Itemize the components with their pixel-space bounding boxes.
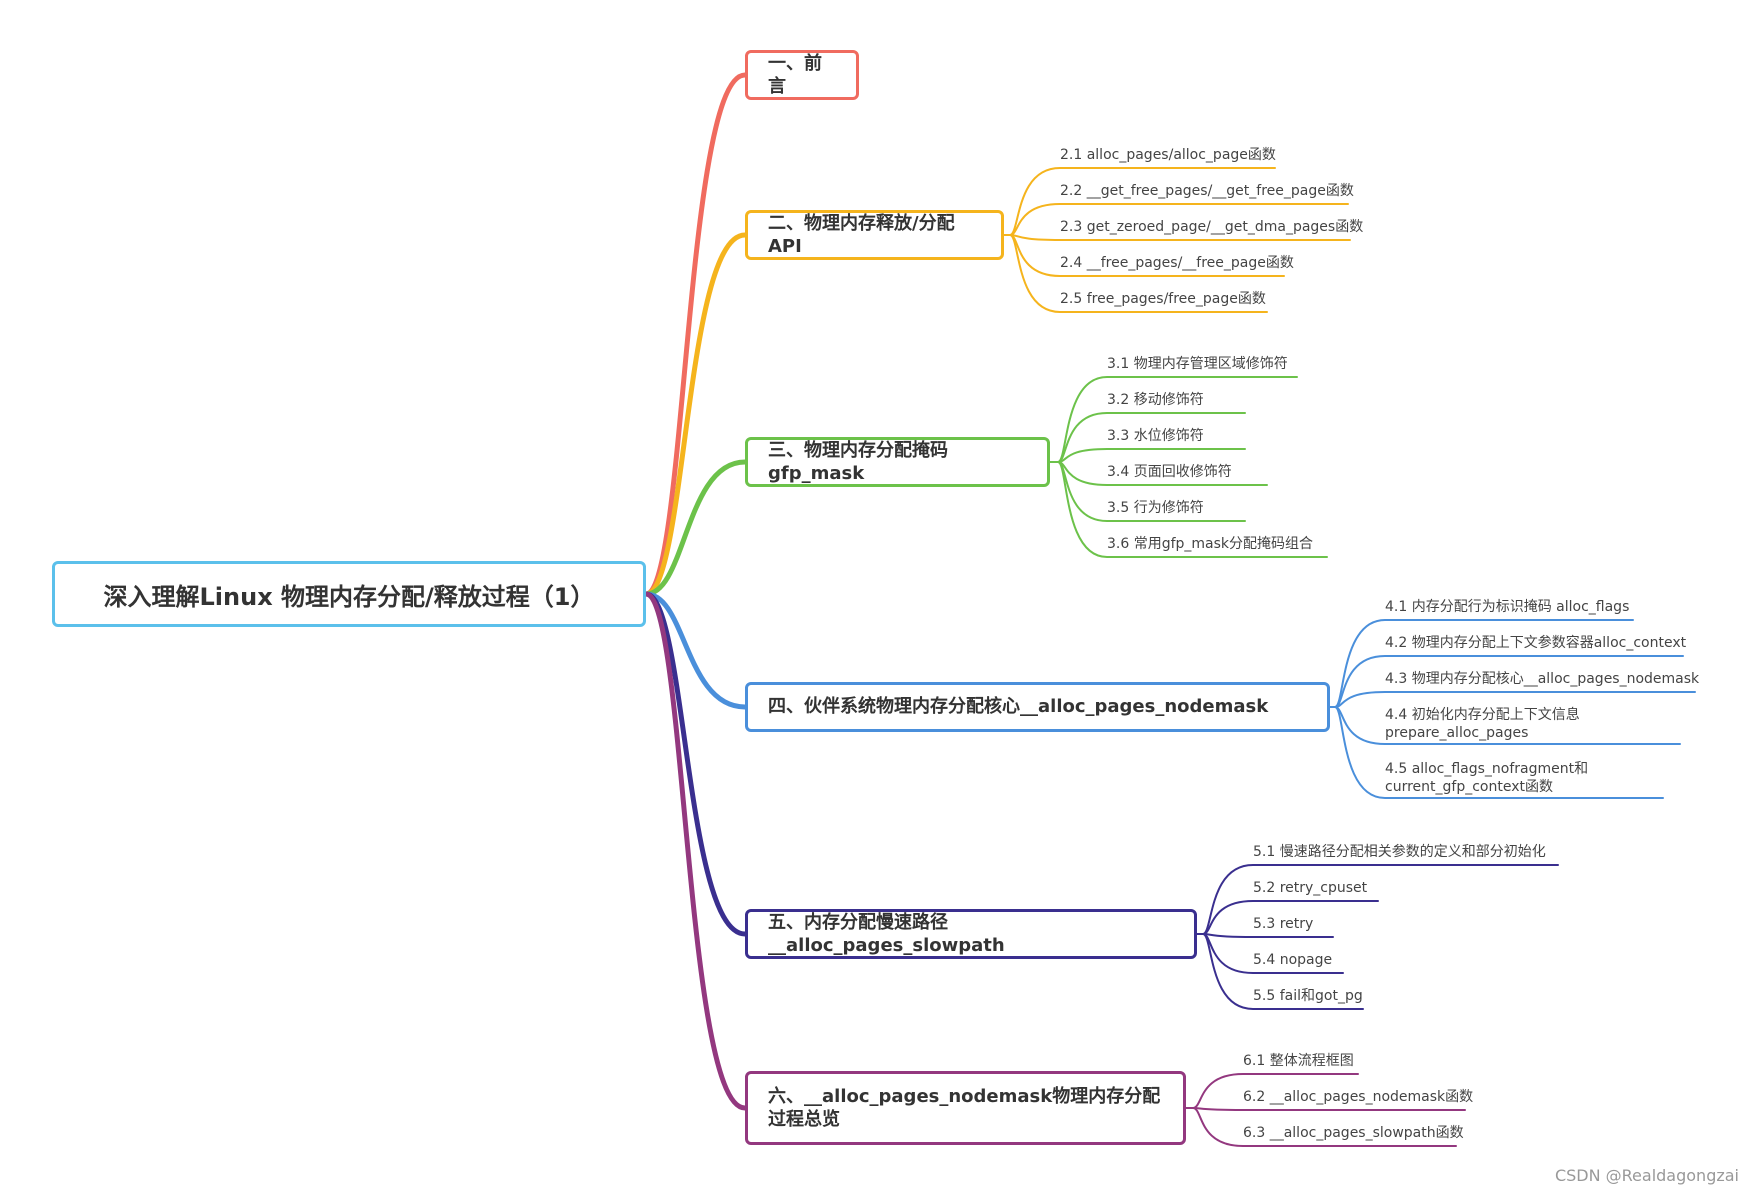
subtopic-5-1-connector — [1202, 864, 1559, 935]
branch-1-node[interactable]: 一、前言 — [745, 50, 859, 100]
branch-1-connector — [643, 72, 748, 597]
subtopic-2-4[interactable]: 2.4 __free_pages/__free_page函数 — [1060, 255, 1294, 271]
subtopic-2-5[interactable]: 2.5 free_pages/free_page函数 — [1060, 291, 1266, 307]
subtopic-5-3[interactable]: 5.3 retry — [1253, 916, 1314, 932]
subtopic-4-5-connector — [1334, 706, 1664, 799]
subtopic-5-1[interactable]: 5.1 慢速路径分配相关参数的定义和部分初始化 — [1253, 844, 1546, 860]
subtopic-6-1[interactable]: 6.1 整体流程框图 — [1243, 1053, 1354, 1069]
subtopic-4-2[interactable]: 4.2 物理内存分配上下文参数容器alloc_context — [1385, 635, 1687, 651]
branch-6-node[interactable]: 六、__alloc_pages_nodemask物理内存分配过程总览 — [745, 1071, 1186, 1145]
subtopic-3-4[interactable]: 3.4 页面回收修饰符 — [1107, 464, 1232, 480]
branch-5-node[interactable]: 五、内存分配慢速路径__alloc_pages_slowpath — [745, 909, 1197, 959]
subtopic-6-2[interactable]: 6.2 __alloc_pages_nodemask函数 — [1243, 1089, 1474, 1105]
subtopic-3-6-connector — [1057, 461, 1328, 558]
watermark: CSDN @Realdagongzai — [1554, 1166, 1739, 1185]
branch-4-node[interactable]: 四、伙伴系统物理内存分配核心__alloc_pages_nodemask — [745, 682, 1330, 732]
subtopic-5-5[interactable]: 5.5 fail和got_pg — [1253, 988, 1363, 1004]
subtopic-5-4[interactable]: 5.4 nopage — [1253, 952, 1333, 968]
subtopic-6-3[interactable]: 6.3 __alloc_pages_slowpath函数 — [1243, 1125, 1464, 1141]
subtopic-3-5[interactable]: 3.5 行为修饰符 — [1107, 500, 1204, 516]
subtopic-2-2-connector — [1009, 203, 1349, 236]
subtopic-3-6[interactable]: 3.6 常用gfp_mask分配掩码组合 — [1107, 536, 1314, 552]
branch-2-connector — [643, 232, 748, 597]
subtopic-4-4[interactable]: 4.4 初始化内存分配上下文信息prepare_alloc_pages — [1385, 707, 1580, 742]
subtopic-5-5-connector — [1202, 933, 1364, 1010]
subtopic-5-2-connector — [1202, 900, 1379, 935]
subtopic-4-3-connector — [1334, 691, 1696, 708]
branch-3-node[interactable]: 三、物理内存分配掩码gfp_mask — [745, 437, 1050, 487]
branch-6-connector — [643, 591, 748, 1111]
subtopic-2-3[interactable]: 2.3 get_zeroed_page/__get_dma_pages函数 — [1060, 219, 1364, 235]
branch-2-node[interactable]: 二、物理内存释放/分配API — [745, 210, 1004, 260]
branch-4-connector — [643, 591, 748, 710]
subtopic-6-1-connector — [1192, 1073, 1359, 1109]
subtopic-6-3-connector — [1192, 1107, 1457, 1147]
subtopic-3-2-connector — [1057, 412, 1246, 463]
subtopic-4-3[interactable]: 4.3 物理内存分配核心__alloc_pages_nodemask — [1385, 671, 1700, 687]
subtopic-3-1[interactable]: 3.1 物理内存管理区域修饰符 — [1107, 356, 1288, 372]
subtopic-3-3[interactable]: 3.3 水位修饰符 — [1107, 428, 1204, 444]
root-node[interactable]: 深入理解Linux 物理内存分配/释放过程（1） — [52, 561, 646, 627]
branch-5-connector — [643, 591, 748, 937]
subtopic-2-1-connector — [1009, 167, 1276, 236]
subtopic-3-3-connector — [1057, 448, 1246, 463]
subtopic-2-5-connector — [1009, 234, 1268, 313]
subtopic-4-1[interactable]: 4.1 内存分配行为标识掩码 alloc_flags — [1385, 599, 1630, 615]
subtopic-3-2[interactable]: 3.2 移动修饰符 — [1107, 392, 1204, 408]
subtopic-2-2[interactable]: 2.2 __get_free_pages/__get_free_page函数 — [1060, 183, 1354, 199]
subtopic-4-5[interactable]: 4.5 alloc_flags_nofragment和current_gfp_c… — [1385, 761, 1589, 796]
subtopic-6-2-connector — [1192, 1107, 1466, 1111]
subtopic-5-3-connector — [1202, 933, 1334, 938]
subtopic-5-2[interactable]: 5.2 retry_cpuset — [1253, 880, 1368, 896]
subtopic-2-1[interactable]: 2.1 alloc_pages/alloc_page函数 — [1060, 147, 1276, 163]
subtopic-4-2-connector — [1334, 655, 1684, 708]
branch-3-connector — [643, 459, 748, 597]
